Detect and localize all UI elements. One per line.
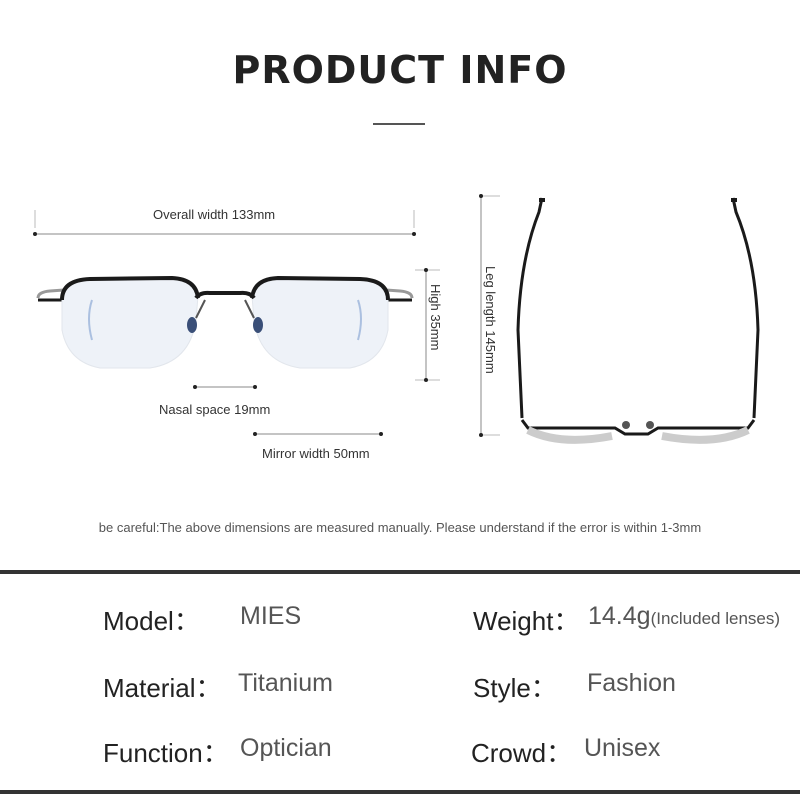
spec-top-border (0, 570, 800, 574)
front-view-glasses (36, 275, 414, 369)
weight-number: 14.4g (588, 602, 651, 630)
weight-label: Weight： (473, 606, 580, 636)
weight-note: (Included lenses) (650, 609, 781, 628)
function-label: Function： (103, 738, 229, 768)
material-value: Titanium (238, 669, 333, 697)
mirror-width-label: Mirror width 50mm (262, 446, 370, 461)
overall-width-label: Overall width 133mm (153, 207, 276, 222)
measurement-note: be careful:The above dimensions are meas… (98, 520, 702, 535)
title-underline (373, 123, 425, 125)
style-value: Fashion (587, 669, 676, 697)
model-value: MIES (240, 602, 302, 630)
crowd-value: Unisex (584, 734, 661, 762)
nasal-space-label: Nasal space 19mm (159, 402, 271, 417)
leg-length-label: Leg length 145mm (483, 266, 498, 374)
leg-length-line (479, 194, 500, 437)
top-view-glasses (516, 197, 760, 444)
style-label: Style： (473, 673, 557, 703)
nasal-space-line (193, 385, 257, 389)
high-label: High 35mm (428, 284, 443, 351)
page-title: PRODUCT INFO (232, 48, 568, 92)
spec-bottom-border (0, 790, 800, 794)
material-label: Material： (103, 673, 222, 703)
high-line (415, 268, 440, 382)
overall-width-line (33, 210, 416, 236)
model-label: Model： (103, 606, 200, 636)
crowd-label: Crowd： (471, 738, 573, 768)
mirror-width-line (253, 432, 383, 436)
weight-value: 14.4g(Included lenses) (588, 602, 780, 631)
function-value: Optician (240, 734, 332, 762)
